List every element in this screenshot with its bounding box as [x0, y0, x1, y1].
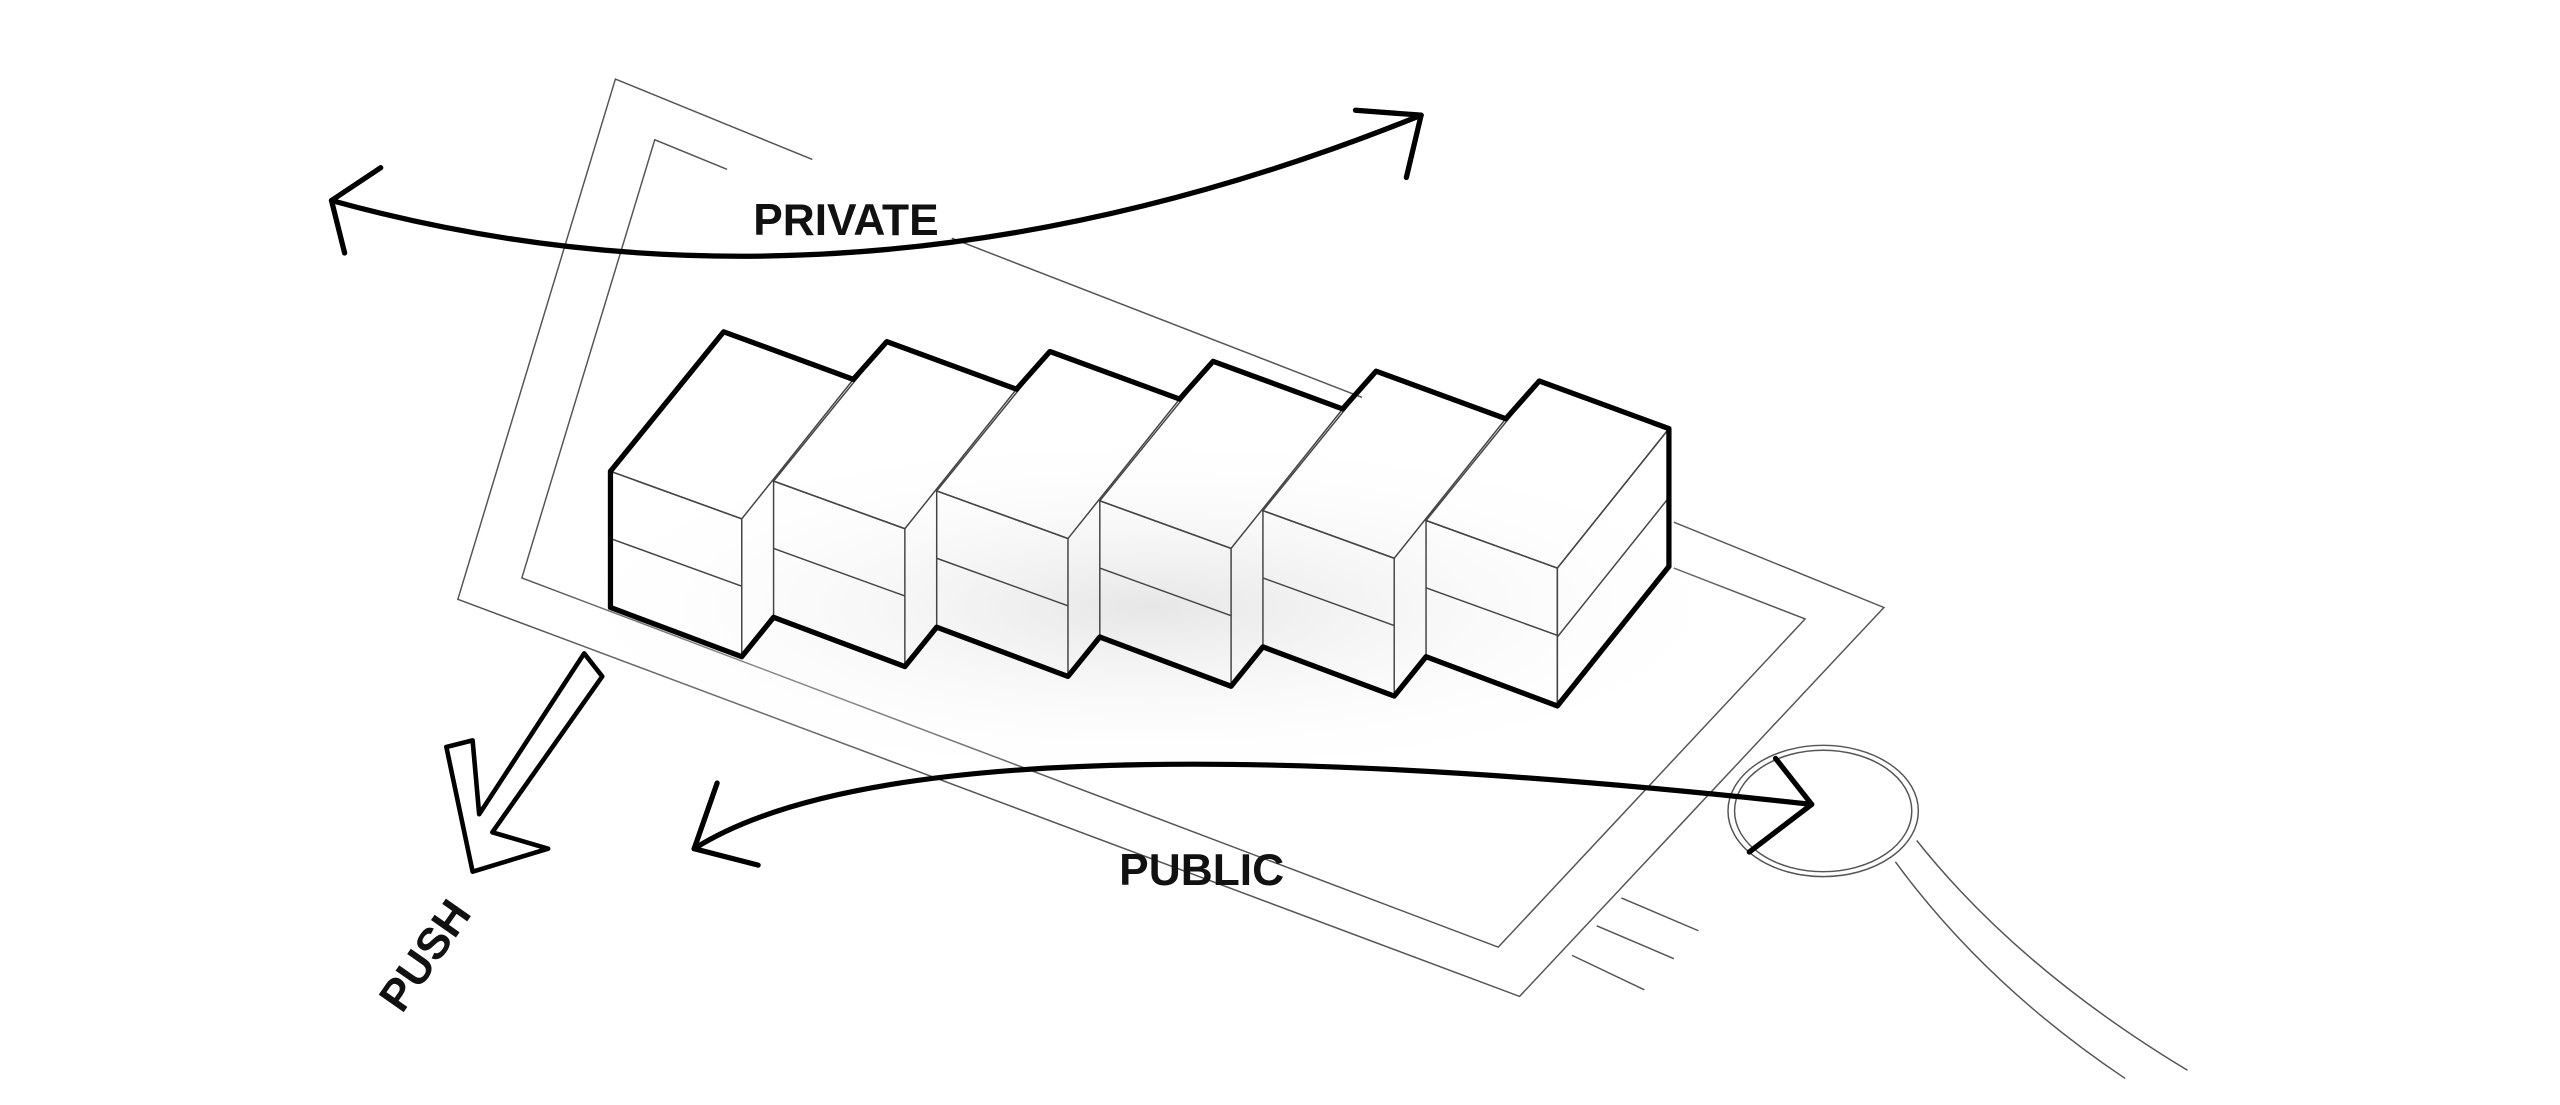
building-shadow — [525, 426, 1773, 788]
building-outline — [607, 329, 1672, 709]
public-label: PUBLIC — [1119, 846, 1284, 895]
private-label: PRIVATE — [753, 196, 938, 245]
module-floor-line — [610, 537, 742, 587]
module-side-floor-line — [1556, 497, 1670, 638]
stairs-lines — [1571, 897, 1699, 991]
building-massing — [607, 329, 1672, 709]
module-floor-line — [773, 547, 906, 597]
push-arrow — [444, 651, 605, 874]
site-outer-boundary — [456, 78, 1886, 998]
module-floor-line — [1099, 567, 1232, 617]
push-label: PUSH — [370, 891, 481, 1020]
module-floor-line — [936, 557, 1069, 607]
module-floor-line — [1262, 577, 1395, 627]
public-arrow — [691, 755, 1815, 868]
module-floor-line — [1425, 587, 1558, 637]
private-arrow — [328, 107, 1424, 259]
road — [1727, 744, 2188, 1080]
